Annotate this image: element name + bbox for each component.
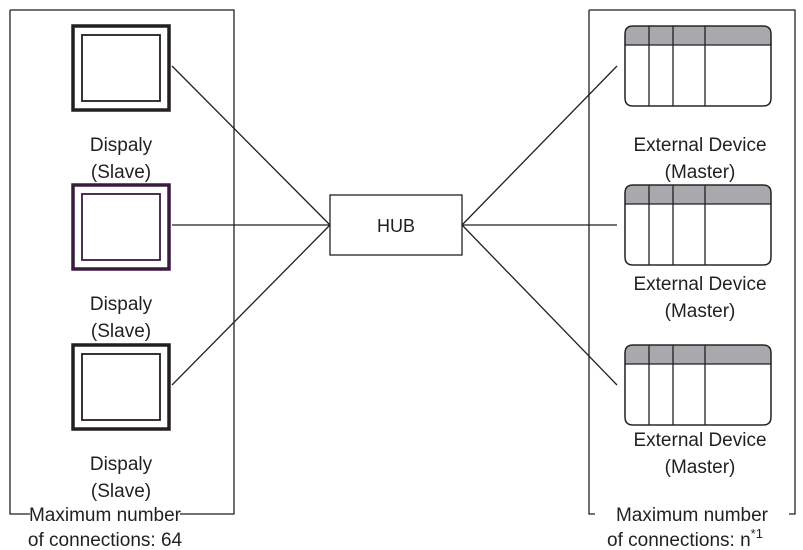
left-group-bracket: [9, 9, 235, 515]
external-device-2: External Device (Master): [624, 184, 772, 322]
external-device-3: External Device (Master): [624, 344, 772, 478]
display-1: Dispaly (Slave): [71, 24, 171, 183]
external-device-1: External Device (Master): [624, 25, 772, 183]
display-1-role: (Slave): [91, 162, 151, 183]
external-device-3-name: External Device: [633, 430, 766, 451]
hub-box: [329, 194, 463, 256]
display-icon: [71, 343, 171, 431]
left-max-label: Maximum number: [29, 505, 182, 526]
left-group-caption: Maximum number of connections: 64: [28, 505, 183, 550]
right-group-bracket: [588, 9, 796, 515]
display-2-role: (Slave): [91, 321, 151, 342]
external-device-1-name: External Device: [633, 135, 766, 156]
left-connections-label: of connections: 64: [28, 530, 183, 550]
display-3-name: Dispaly: [90, 454, 153, 475]
display-3: Dispaly (Slave): [71, 343, 171, 502]
display-2: Dispaly (Slave): [71, 183, 171, 342]
plc-device-icon: [624, 184, 772, 266]
hub: HUB: [329, 194, 463, 256]
link-display-1-hub: [171, 65, 331, 226]
display-2-name: Dispaly: [90, 294, 153, 315]
external-device-1-role: (Master): [665, 162, 736, 183]
display-icon: [71, 24, 171, 112]
display-icon: [71, 183, 171, 271]
hub-label: HUB: [377, 216, 415, 236]
link-display-3-hub: [171, 224, 331, 386]
right-connections-text: of connections: n: [607, 530, 751, 550]
link-hub-device-3: [461, 224, 618, 386]
display-3-role: (Slave): [91, 481, 151, 502]
plc-device-icon: [624, 25, 772, 107]
connection-lines: [171, 65, 618, 386]
external-device-2-role: (Master): [665, 301, 736, 322]
external-device-3-role: (Master): [665, 457, 736, 478]
footnote-marker: *1: [751, 526, 763, 541]
link-hub-device-1: [461, 65, 618, 226]
display-1-name: Dispaly: [90, 135, 153, 156]
right-connections-label: of connections: n*1: [607, 526, 763, 550]
right-max-label: Maximum number: [616, 505, 769, 526]
right-group-caption: Maximum number of connections: n*1: [607, 505, 769, 550]
plc-device-icon: [624, 344, 772, 426]
external-device-2-name: External Device: [633, 274, 766, 295]
